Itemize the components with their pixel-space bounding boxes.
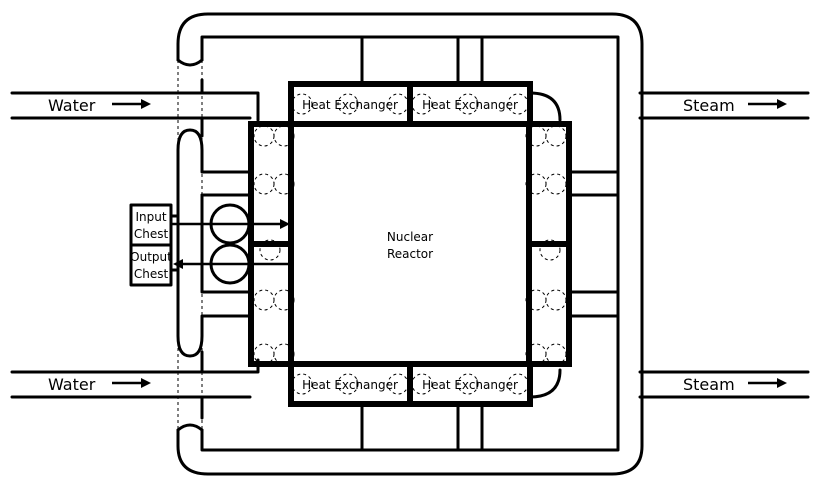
left-pipes [10, 78, 260, 420]
steam-outlet-bottom: Steam [683, 375, 787, 394]
steam-outlet-top: Steam [683, 96, 787, 115]
inserters [209, 203, 251, 285]
input-chest-label-line2: Chest [134, 227, 169, 241]
inner-pipes [360, 35, 484, 452]
water-label-top: Water [48, 96, 96, 115]
input-chest: Input Chest [129, 203, 173, 247]
steam-label-top: Steam [683, 96, 735, 115]
output-chest-label-line2: Chest [134, 267, 169, 281]
water-inlet-top: Water [48, 96, 151, 115]
side-exchanger-columns [248, 121, 572, 367]
heat-exchanger-top-left: Heat Exchanger [288, 81, 413, 127]
heat-exchanger-label: Heat Exchanger [302, 98, 398, 112]
water-inlet-bottom: Water [48, 375, 151, 394]
steam-label-bottom: Steam [683, 375, 735, 394]
water-label-bottom: Water [48, 375, 96, 394]
input-chest-label-line1: Input [135, 210, 166, 224]
heat-exchanger-label: Heat Exchanger [422, 378, 518, 392]
heat-exchanger-bottom-left: Heat Exchanger [288, 361, 413, 407]
nuclear-reactor: Nuclear Reactor [288, 121, 532, 367]
side-column-ports [253, 125, 567, 365]
dashed-guides [177, 60, 203, 430]
output-chest: Output Chest [129, 243, 173, 287]
heat-exchanger-bottom-right: Heat Exchanger [407, 361, 533, 407]
output-chest-label-line1: Output [130, 250, 172, 264]
reactor-label-line1: Nuclear [387, 230, 433, 244]
chest-arrows [171, 219, 290, 269]
right-pipes [528, 91, 810, 399]
heat-exchanger-label: Heat Exchanger [422, 98, 518, 112]
heat-exchanger-label: Heat Exchanger [302, 378, 398, 392]
heat-exchanger-top-right: Heat Exchanger [407, 81, 533, 127]
reactor-label-line2: Reactor [387, 247, 433, 261]
